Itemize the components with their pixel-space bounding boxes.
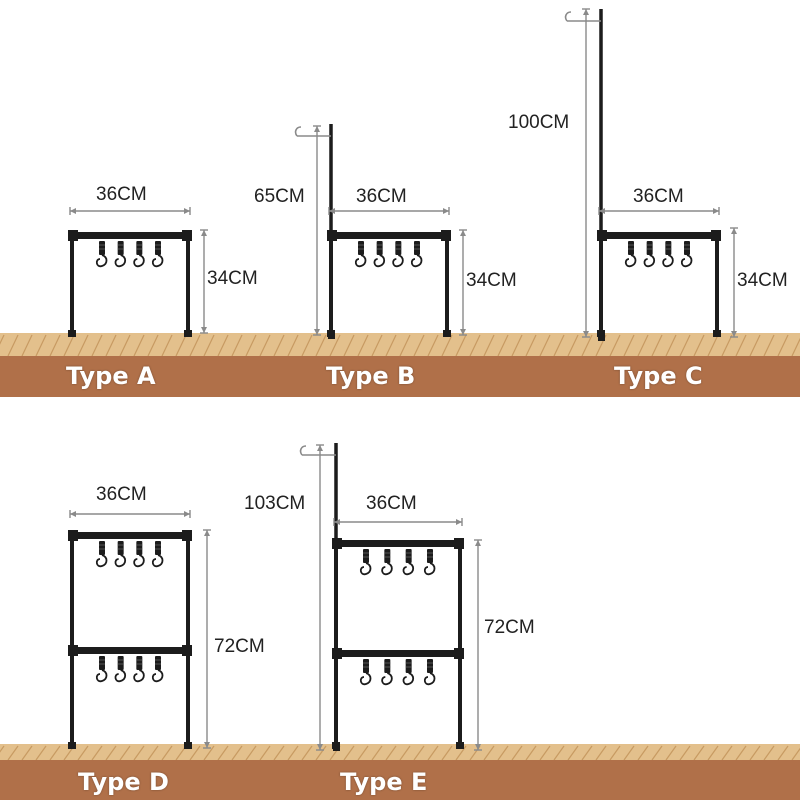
type-d-label: Type D — [78, 768, 169, 796]
type-d-height-dimension — [203, 529, 211, 749]
hook-icon — [114, 656, 127, 683]
table-strip-bottom — [0, 744, 800, 800]
hook-icon — [151, 241, 164, 268]
hook-icon — [151, 541, 164, 568]
type-b-pole-dimension — [313, 125, 321, 336]
type-e-pole-label: 103CM — [244, 493, 306, 514]
type-c-pole-label: 100CM — [508, 112, 570, 133]
type-a-width-dimension — [69, 207, 191, 215]
hook-icon — [95, 241, 108, 268]
type-d-width-label: 36CM — [96, 484, 147, 505]
type-c-width-label: 36CM — [633, 186, 684, 207]
hook-icon — [359, 659, 372, 686]
hook-icon — [95, 541, 108, 568]
type-d-rack — [68, 530, 192, 749]
type-e-width-label: 36CM — [366, 493, 417, 514]
hook-icon — [373, 241, 386, 268]
hook-icon — [133, 241, 145, 268]
type-e-height-label: 72CM — [484, 617, 535, 638]
hook-icon — [680, 241, 693, 268]
type-e-label: Type E — [340, 768, 428, 796]
hook-icon — [114, 541, 127, 568]
type-c-pole-dimension — [582, 8, 590, 338]
hook-icon — [410, 241, 423, 268]
type-d-height-label: 72CM — [214, 636, 265, 657]
hook-icon — [359, 549, 372, 576]
type-e-rack — [332, 538, 464, 749]
type-b-pole-label: 65CM — [254, 186, 305, 207]
type-a-width-label: 36CM — [96, 184, 147, 205]
type-c-label: Type C — [614, 362, 703, 390]
type-a-label: Type A — [66, 362, 156, 390]
type-b-width-dimension — [328, 207, 450, 215]
hook-icon — [133, 656, 145, 683]
hook-icon — [133, 541, 145, 568]
hook-icon — [354, 241, 367, 268]
type-b-label: Type B — [326, 362, 416, 390]
type-e-pole-dimension — [316, 444, 324, 751]
type-a-height-label: 34CM — [207, 268, 258, 289]
hook-icon — [643, 241, 656, 268]
type-e-height-dimension — [474, 539, 482, 751]
hook-icon — [402, 659, 415, 686]
hook-icon — [423, 659, 436, 686]
hook-icon — [392, 241, 404, 268]
hook-icon — [151, 656, 164, 683]
hook-icon — [381, 659, 393, 686]
type-c-height-dimension — [730, 227, 738, 338]
hook-icon — [95, 656, 108, 683]
type-c-rack — [597, 230, 721, 337]
type-b-width-label: 36CM — [356, 186, 407, 207]
hook-icon — [381, 549, 393, 576]
type-a-height-dimension — [200, 229, 208, 334]
hook-icon — [114, 241, 127, 268]
type-e-width-dimension — [333, 518, 463, 526]
type-b-rack — [327, 230, 451, 337]
hook-icon — [624, 241, 637, 268]
hook-icon — [423, 549, 436, 576]
type-c-width-dimension — [598, 207, 720, 215]
hook-icon — [402, 549, 415, 576]
type-a-rack — [68, 230, 192, 337]
type-c-height-label: 34CM — [737, 270, 788, 291]
hook-icon — [662, 241, 674, 268]
type-d-width-dimension — [69, 510, 191, 518]
type-b-height-label: 34CM — [466, 270, 517, 291]
type-b-height-dimension — [459, 229, 467, 336]
